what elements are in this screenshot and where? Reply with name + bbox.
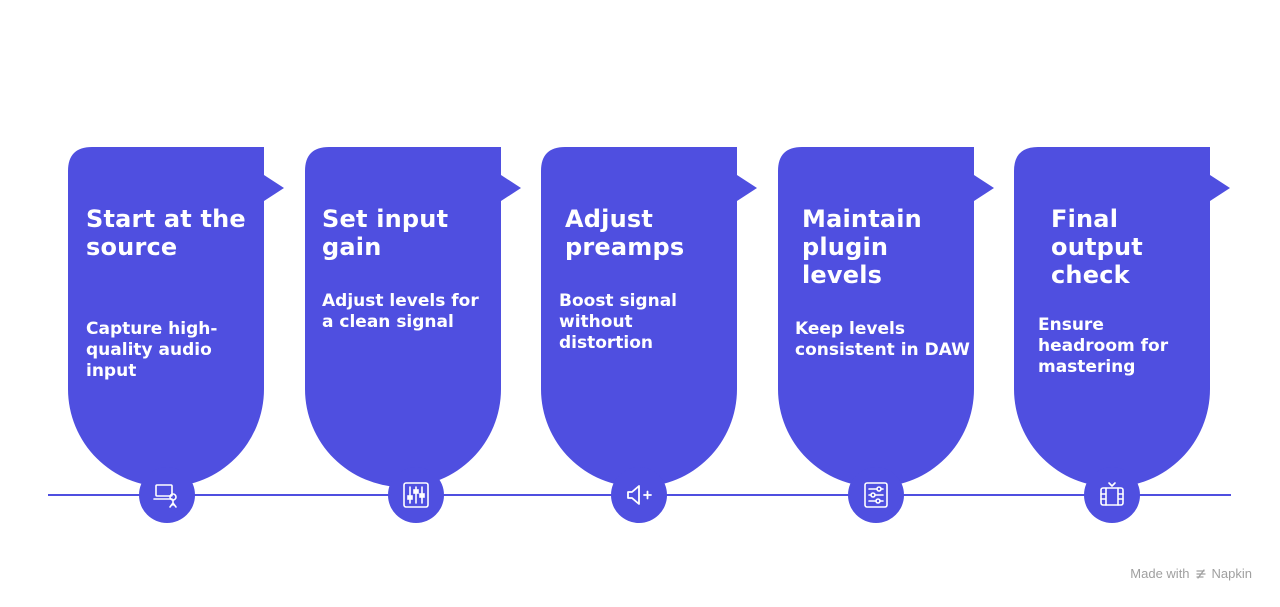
step-title: Final output check bbox=[1051, 205, 1143, 289]
step-maintain-plugin-levels: Maintain plugin levels Keep levels consi… bbox=[778, 147, 994, 523]
step-card-shape bbox=[541, 147, 757, 487]
settings-panel-icon bbox=[848, 467, 904, 523]
step-title: Start at the source bbox=[86, 205, 246, 261]
film-check-icon bbox=[1084, 467, 1140, 523]
step-title: Maintain plugin levels bbox=[802, 205, 922, 289]
made-with-napkin-credit[interactable]: Made with Napkin bbox=[1130, 566, 1252, 581]
step-start-at-source: Start at the source Capture high-quality… bbox=[68, 147, 284, 523]
step-title: Adjust preamps bbox=[565, 205, 685, 261]
step-card-shape bbox=[1014, 147, 1230, 487]
mixer-sliders-icon bbox=[388, 467, 444, 523]
made-with-label: Made with bbox=[1130, 566, 1190, 581]
step-card-shape bbox=[305, 147, 521, 487]
step-card-shape bbox=[68, 147, 284, 487]
microphone-computer-icon bbox=[139, 467, 195, 523]
step-description: Ensure headroom for mastering bbox=[1038, 315, 1169, 377]
napkin-logo-icon bbox=[1195, 568, 1207, 580]
napkin-brand-label: Napkin bbox=[1211, 566, 1252, 581]
speaker-plus-icon bbox=[611, 467, 667, 523]
step-card-shape bbox=[778, 147, 994, 487]
step-title: Set input gain bbox=[322, 205, 449, 261]
step-set-input-gain: Set input gain Adjust levels for a clean… bbox=[305, 147, 521, 523]
step-description: Boost signal without distortion bbox=[559, 291, 677, 353]
step-description: Capture high-quality audio input bbox=[86, 319, 218, 381]
step-description: Keep levels consistent in DAW bbox=[795, 319, 970, 360]
step-adjust-preamps: Adjust preamps Boost signal without dist… bbox=[541, 147, 757, 523]
step-description: Adjust levels for a clean signal bbox=[322, 291, 479, 332]
step-final-output-check: Final output check Ensure headroom for m… bbox=[1014, 147, 1230, 523]
